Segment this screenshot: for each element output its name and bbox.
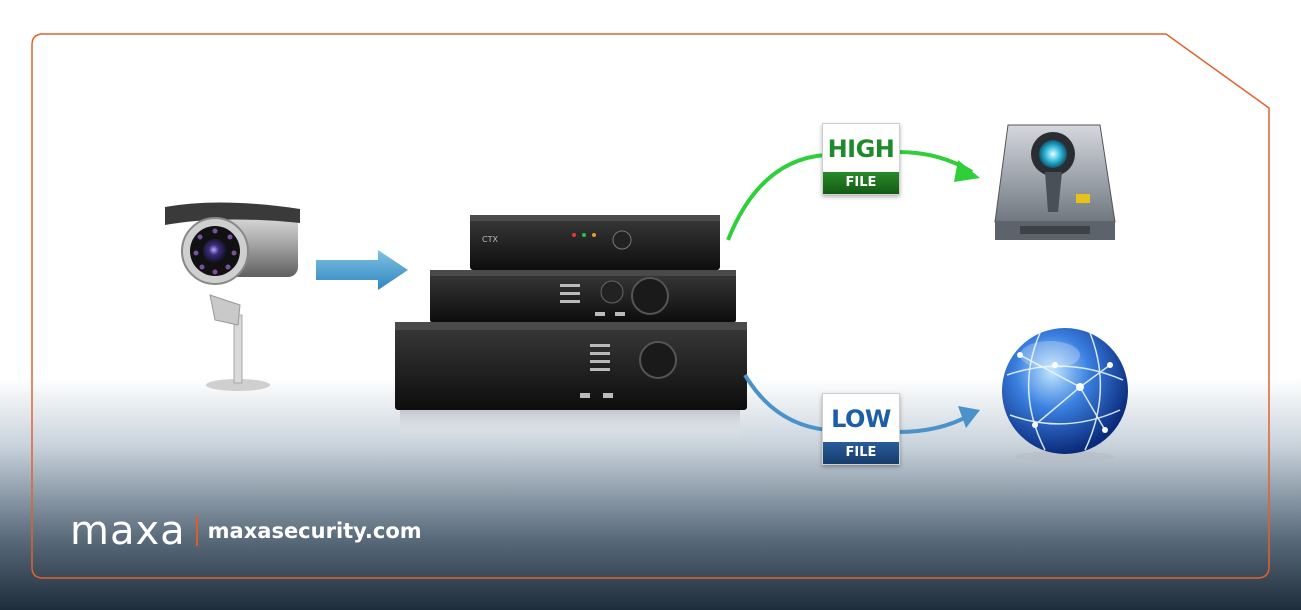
cctv-camera-icon [165, 202, 300, 391]
frame-border [31, 33, 1270, 579]
hard-drive-icon [994, 124, 1116, 240]
low-label: LOW [831, 405, 891, 433]
high-label: HIGH [827, 135, 895, 163]
maxa-logo: maxa [70, 508, 186, 554]
low-arrow-icon [743, 373, 980, 434]
globe-network-icon [1002, 328, 1128, 463]
flow-arrow-icon [316, 250, 408, 290]
dvr-brand-label: CTX [482, 235, 498, 244]
diagram-frame [31, 33, 1271, 579]
website-link[interactable]: maxasecurity.com [207, 519, 422, 543]
low-file-badge: LOW FILE [822, 393, 900, 465]
low-file-label: FILE [823, 442, 899, 464]
high-file-badge: HIGH FILE [822, 123, 900, 195]
high-arrow-icon [726, 150, 980, 241]
dvr-stack-icon: CTX [395, 215, 747, 440]
high-file-label: FILE [823, 172, 899, 194]
brand-separator [195, 516, 198, 546]
footer-brand: maxa maxasecurity.com [70, 511, 422, 551]
